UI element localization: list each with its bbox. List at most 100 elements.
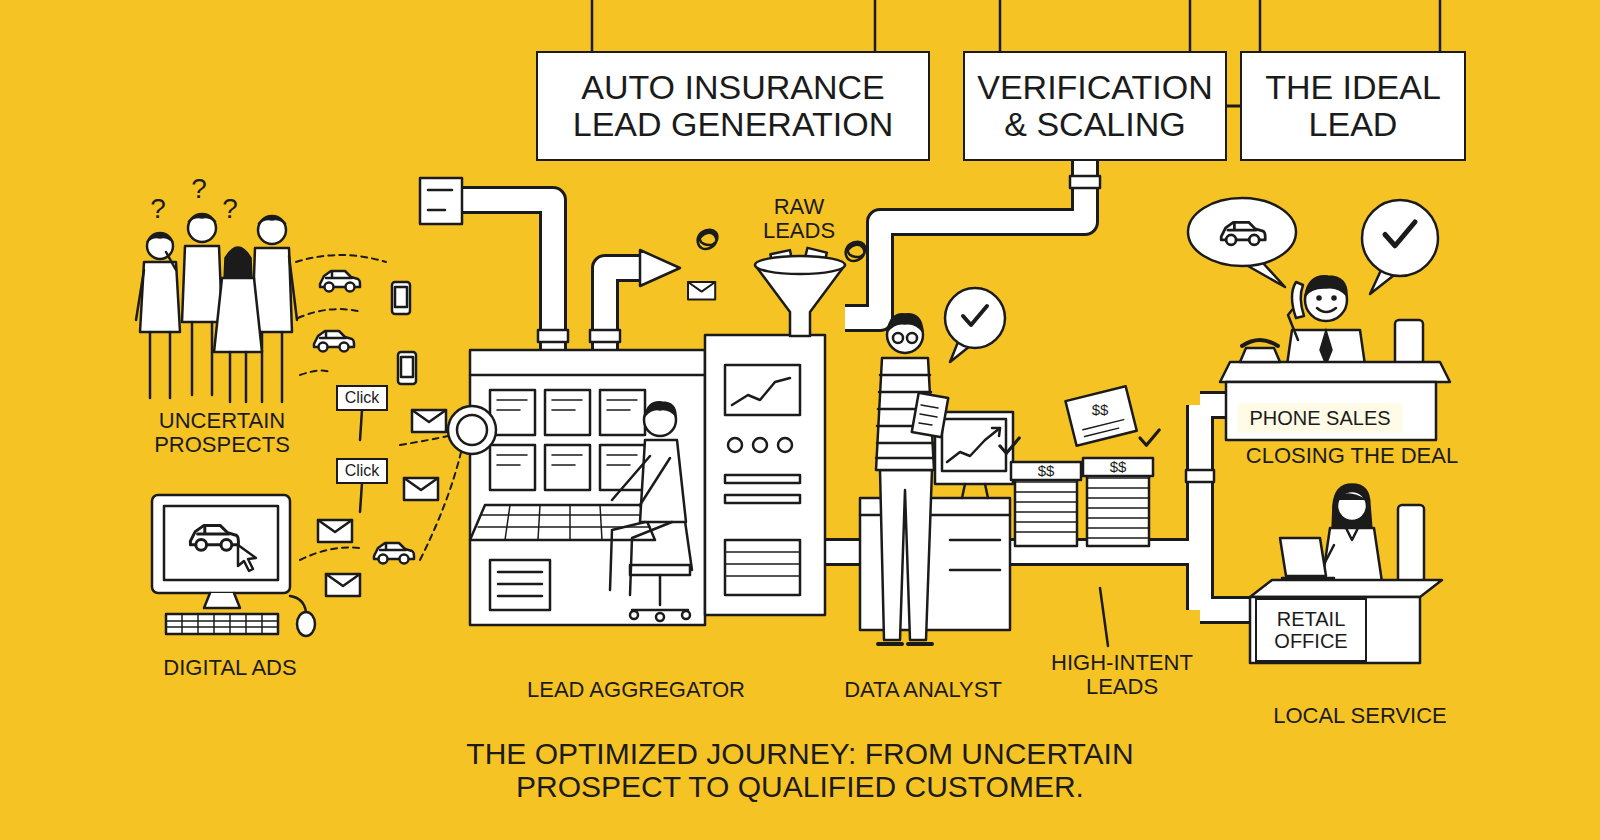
sorting-machine (732, 378, 790, 405)
node-text: Click (345, 389, 380, 407)
aggregator-machine (497, 400, 637, 465)
prospect-people (262, 256, 297, 402)
aggregator-machine (630, 565, 690, 575)
aggregator-machine (470, 374, 705, 377)
retail-agent (1338, 494, 1366, 500)
ad-monitor (204, 593, 240, 608)
section-label: DIGITAL ADS (163, 656, 296, 680)
analyst-person (880, 470, 932, 640)
aggregator-machine (640, 440, 686, 522)
sorting-machine (688, 230, 865, 615)
sorting-machine (705, 335, 825, 615)
aggregator-machine (457, 415, 487, 445)
prospect-people (147, 234, 173, 242)
section-label: HIGH-INTENT LEADS (1037, 651, 1207, 699)
flying-items (398, 352, 416, 384)
ad-monitor (238, 545, 256, 571)
pipe (1200, 599, 1252, 621)
prospect-people (214, 278, 262, 352)
sorting-machine (728, 438, 742, 452)
flying-items (300, 371, 330, 375)
retail-agent (1250, 484, 1442, 663)
aggregator-machine (470, 350, 705, 625)
prospect-people (258, 216, 286, 244)
retail-agent (1322, 528, 1382, 582)
aggregator-machine (490, 560, 550, 610)
aggregator-machine (545, 445, 590, 490)
analyst-person (893, 333, 903, 343)
aggregator-machine (630, 611, 638, 619)
sorting-machine (725, 540, 800, 595)
aggregator-machine (682, 611, 690, 619)
prospect-people (136, 214, 297, 402)
lead-stacks (1065, 386, 1136, 446)
retail-agent (1398, 505, 1424, 590)
aggregator-machine (448, 350, 705, 625)
section-label: CLOSING THE DEAL (1246, 444, 1458, 468)
flow-arrow (640, 250, 680, 286)
lead-stacks (1065, 386, 1136, 446)
analyst-person (876, 288, 1005, 644)
sorting-machine (846, 242, 866, 261)
flying-items (318, 520, 352, 542)
lead-stacks (1087, 478, 1149, 538)
section-label: DATA ANALYST (844, 678, 1002, 702)
phone-agent (1385, 222, 1415, 246)
phone-agent (1226, 382, 1436, 440)
pipe (1186, 405, 1214, 610)
flying-items (326, 574, 360, 596)
phone-agent (1362, 200, 1438, 276)
highlight-tag: PHONE SALES (1238, 403, 1401, 433)
aggregator-machine (498, 572, 542, 596)
aggregator-machine (448, 406, 496, 454)
ad-monitor (190, 526, 238, 551)
flying-items (374, 543, 414, 564)
lead-stacks (1083, 458, 1153, 476)
analyst-person (912, 393, 948, 438)
flying-items (404, 478, 438, 500)
stage-sign: VERIFICATION & SCALING (963, 51, 1227, 162)
phone-agent (1242, 340, 1278, 346)
aggregator-machine (545, 390, 590, 435)
ad-monitor (166, 614, 278, 634)
phone-agent (1188, 198, 1296, 266)
retail-agent (1346, 528, 1358, 540)
question-mark: ? (222, 194, 238, 225)
prospect-people (224, 247, 252, 280)
sorting-machine (698, 230, 718, 249)
ad-monitor (164, 506, 278, 580)
analyst-person (945, 288, 1005, 348)
analyst-person (963, 306, 987, 325)
sorting-machine (725, 475, 800, 483)
sorting-machine (755, 256, 845, 274)
stage-sign: AUTO INSURANCE LEAD GENERATION (536, 51, 930, 162)
connector-line (1227, 105, 1240, 108)
phone-agent (1305, 276, 1347, 296)
phone-agent (1317, 308, 1336, 312)
aggregator-machine (490, 445, 535, 490)
caption: THE OPTIMIZED JOURNEY: FROM UNCERTAIN PR… (390, 737, 1210, 803)
question-mark: ? (191, 174, 207, 205)
phone-agent (1240, 348, 1280, 362)
section-label: LOCAL SERVICE (1273, 704, 1447, 728)
prospect-people (136, 252, 176, 398)
section-label: UNCERTAIN PROSPECTS (137, 409, 307, 457)
retail-agent (1280, 538, 1326, 576)
node-text: Click (345, 462, 380, 480)
analyst-person (907, 333, 917, 343)
phone-agent (1188, 198, 1450, 440)
aggregator-machine (645, 402, 676, 416)
phone-agent (1292, 282, 1304, 318)
lead-stacks (1140, 430, 1159, 445)
desk-front: RETAIL OFFICE (1255, 598, 1367, 662)
node-text: RETAIL OFFICE (1263, 608, 1359, 652)
stage-sign: THE IDEAL LEAD (1240, 51, 1466, 162)
analyst-person (919, 405, 938, 425)
wall-bracket (420, 178, 462, 224)
prospect-people (140, 262, 180, 332)
prospect-people (188, 214, 216, 222)
flying-items (420, 448, 462, 560)
aggregator-machine (610, 456, 672, 595)
analyst-desk (962, 484, 988, 498)
money-mark: $$ (1092, 402, 1109, 419)
